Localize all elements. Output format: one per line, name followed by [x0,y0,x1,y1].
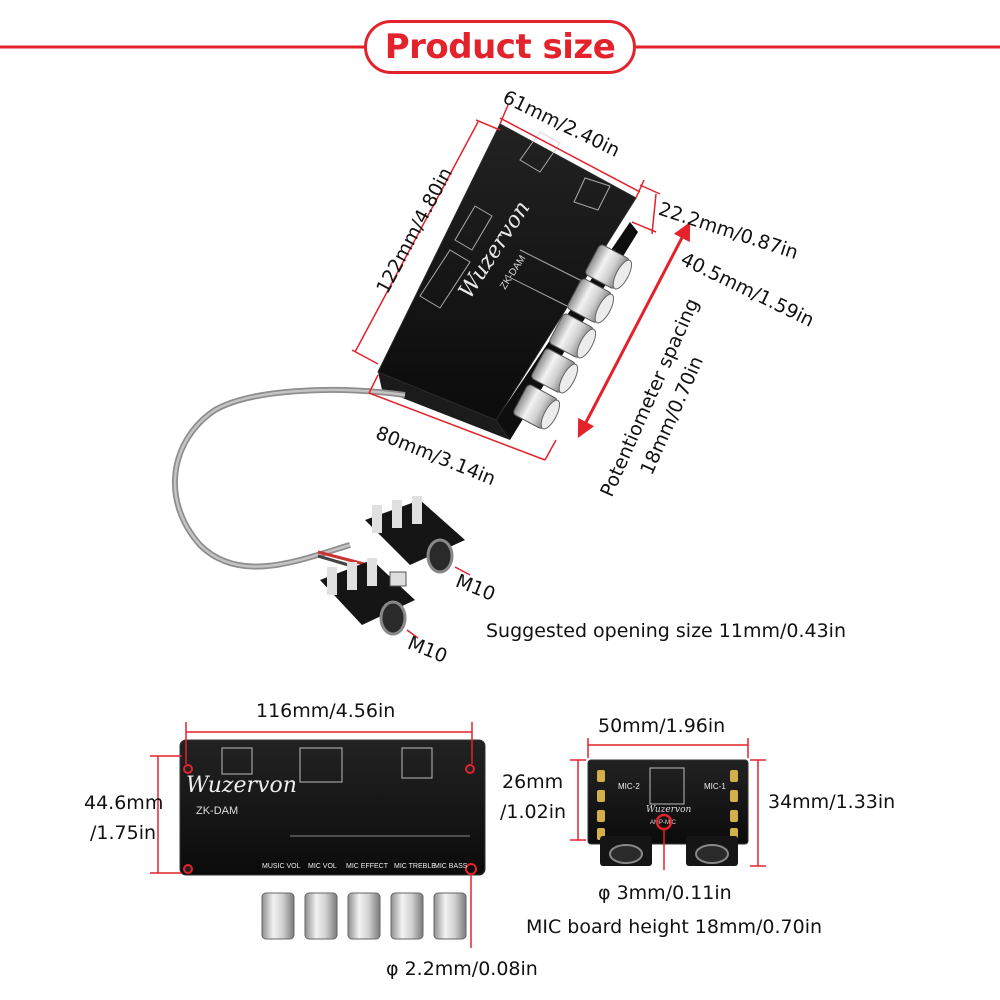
title-badge: Product size [364,20,636,74]
pcb-label-mic-vol: MIC VOL [308,863,337,870]
mic-logo: Wuzervon [646,805,692,815]
dim-front-height-in: /1.75in [90,822,157,844]
dim-front-height-mm: 44.6mm [84,792,164,814]
front-dimension-lines [150,722,473,948]
front-hole-note: φ 2.2mm/0.08in [386,958,538,980]
jack-module-lower [320,558,415,636]
mic-label-1: MIC-1 [704,782,726,791]
opening-note: Suggested opening size 11mm/0.43in [486,620,846,642]
dim-mic-left-mm: 26mm [502,771,564,793]
dim-front-width: 116mm/4.56in [256,700,396,722]
mic-hole-note: φ 3mm/0.11in [598,882,732,904]
top-dimension-lines [351,104,691,639]
mic-height-note: MIC board height 18mm/0.70in [526,916,823,938]
cable [171,387,406,570]
mic-model: AMP-MIC [650,820,677,826]
pcb-label-mic-bass: MIC BASS [434,863,468,870]
page-title: Product size [384,27,616,67]
pcb-label-music-vol: MUSIC VOL [262,863,301,870]
dim-mic-left-in: /1.02in [500,801,567,823]
front-board: Wuzervon ZK-DAM MUSIC VOL MIC VOL MIC EF… [179,739,486,940]
jack-module-upper [365,496,465,574]
pcb-label-mic-treble: MIC TREBLE [394,863,436,870]
pcb-label-mic-effect: MIC EFFECT [346,863,389,870]
dim-mic-width: 50mm/1.96in [598,715,726,737]
front-logo: Wuzervon [186,773,297,798]
front-model: ZK-DAM [196,805,238,817]
dim-mic-right: 34mm/1.33in [768,791,896,813]
main-board-3d: Wuzervon ZK-DAM [377,123,638,440]
mic-label-2: MIC-2 [618,782,640,791]
mic-board: MIC-2 MIC-1 Wuzervon AMP-MIC [587,759,749,866]
mic-dimension-lines [570,738,766,870]
